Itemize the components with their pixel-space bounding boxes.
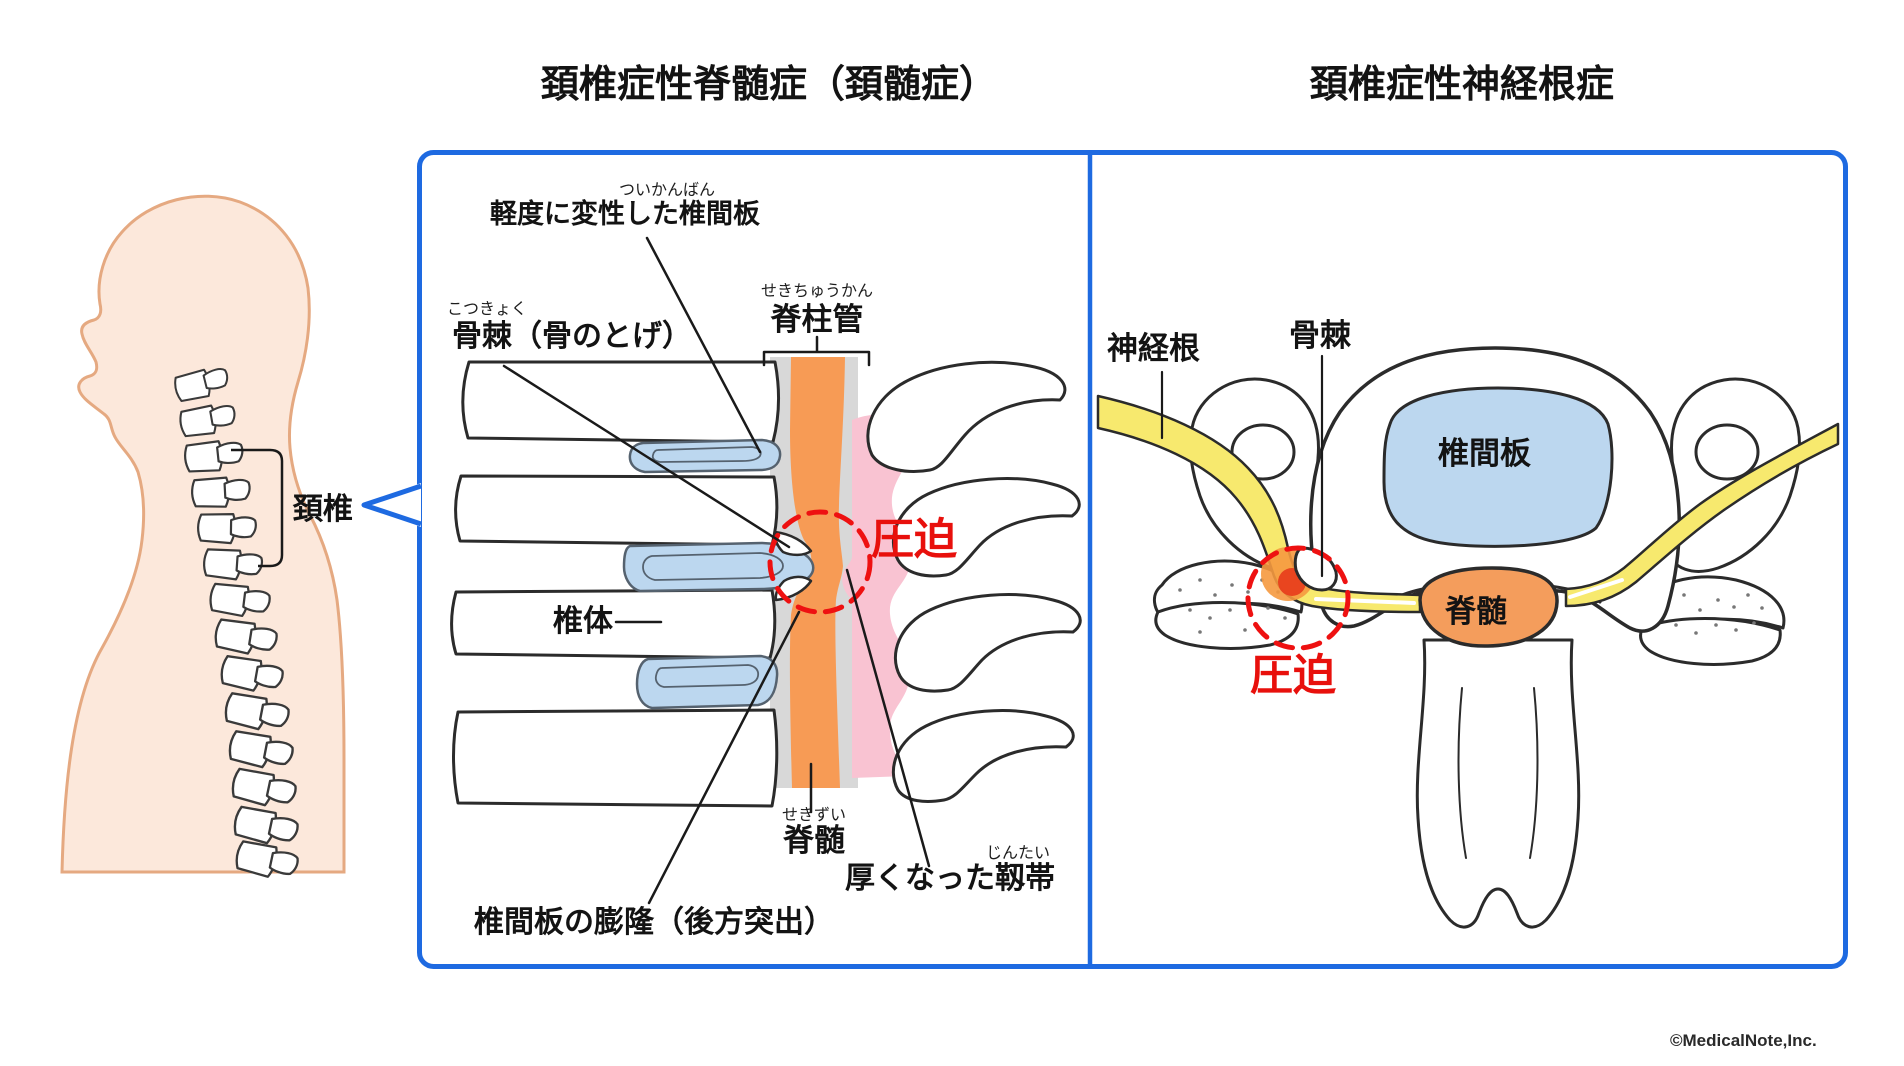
label-thickened-ligament: 厚くなった靱帯 xyxy=(845,862,1055,895)
person-figure xyxy=(60,194,346,884)
label-cervical-spine: 頚椎 xyxy=(293,493,353,526)
furigana-jintai: じんたい xyxy=(985,845,1051,862)
label-nerve-root: 神経根 xyxy=(1107,331,1200,366)
copyright-notice: ©MedicalNote,Inc. xyxy=(1670,1031,1817,1050)
spinous-process xyxy=(1415,638,1581,929)
label-degenerated-disc: 軽度に変性した椎間板 xyxy=(490,199,760,229)
intervertebral-discs xyxy=(622,438,815,710)
speckled-bones xyxy=(1152,559,1786,666)
compression-circle xyxy=(1245,545,1351,651)
radiculopathy-illustration xyxy=(1096,346,1840,929)
spinal-cord-cross-section xyxy=(1418,566,1559,648)
leader-lines xyxy=(502,236,931,905)
leader-lines xyxy=(1160,354,1324,578)
posterior-elements xyxy=(866,360,1082,803)
panel-frame xyxy=(358,150,1848,969)
vertebral-bodies xyxy=(450,360,780,808)
label-disc-right: 椎間板 xyxy=(1438,436,1531,471)
label-compression: 圧迫 xyxy=(871,516,957,564)
disc-cross-section xyxy=(1382,386,1614,548)
label-disc-bulge: 椎間板の膨隆（後方突出） xyxy=(474,906,834,939)
label-vertebral-body: 椎体 xyxy=(553,605,613,638)
myelopathy-illustration xyxy=(450,236,1082,905)
label-compression-right: 圧迫 xyxy=(1250,652,1336,700)
spinal-canal-bracket xyxy=(762,335,871,367)
label-spinal-canal: 脊柱管 xyxy=(770,302,864,337)
title-radiculopathy: 頚椎症性神経根症 xyxy=(1309,64,1615,106)
compression-circle xyxy=(767,509,873,615)
cervical-bracket xyxy=(231,448,284,568)
label-osteophyte-right: 骨棘 xyxy=(1289,318,1351,353)
title-myelopathy: 頚椎症性脊髄症（頚髄症） xyxy=(540,64,998,106)
lateral-masses xyxy=(1188,377,1802,573)
label-cord-right: 脊髄 xyxy=(1445,594,1507,629)
nerve-root-right xyxy=(1564,422,1840,608)
ligament-pink xyxy=(842,414,912,778)
furigana-sekizui: せきずい xyxy=(781,807,847,824)
callout-notch xyxy=(361,483,422,527)
furigana-tsuikanban: ついかんばん xyxy=(618,182,716,199)
spinal-canal-orange xyxy=(789,357,845,788)
furigana-sekichuukan: せきちゅうかん xyxy=(760,283,874,300)
label-spinal-cord: 脊髄 xyxy=(783,823,845,858)
furigana-kotsukyoku: こつきょく xyxy=(446,301,528,318)
label-osteophyte: 骨棘（骨のとげ） xyxy=(452,320,692,353)
